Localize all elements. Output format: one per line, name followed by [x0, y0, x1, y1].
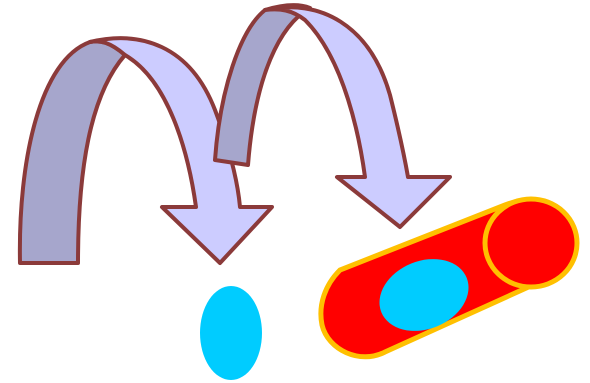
cyan-ellipse-icon [200, 286, 262, 380]
arrow-left-back-band [17, 39, 127, 265]
arrow-left-front-band [88, 36, 274, 265]
red-cylinder-icon [318, 196, 580, 360]
arrow-right-back-band [213, 3, 312, 167]
arrow-right-front-band [263, 5, 452, 229]
curved-arrow-right-icon [213, 3, 452, 229]
curved-arrow-left-icon [17, 36, 274, 265]
cylinder-inner-ellipse [379, 259, 469, 331]
cylinder-end-cap [482, 196, 580, 290]
